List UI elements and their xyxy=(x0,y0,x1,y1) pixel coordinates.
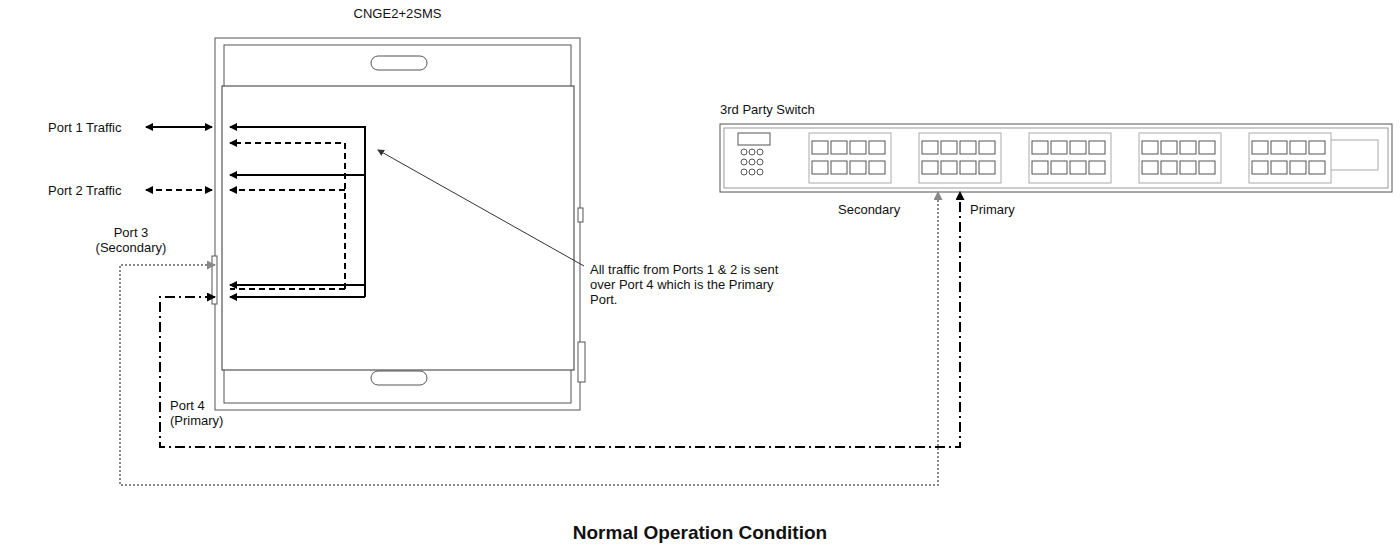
port-label: Primary xyxy=(970,202,1050,217)
switch-box: 3rd Party Switch xyxy=(720,124,1392,192)
port-label: Port 4 (Primary) xyxy=(170,398,242,428)
port-label: Secondary xyxy=(838,202,933,217)
port2-arrow xyxy=(146,189,212,191)
link-cable xyxy=(120,192,938,485)
caption: Normal Operation Condition xyxy=(573,522,827,544)
device-housing xyxy=(212,38,585,410)
port-label: Port 3 (Secondary) xyxy=(88,225,174,255)
device-box: CNGE2+2SMS xyxy=(215,38,580,410)
port-label: Port 2 Traffic xyxy=(48,183,148,198)
node-title: CNGE2+2SMS xyxy=(354,6,442,21)
callout-note: All traffic from Ports 1 & 2 is sent ove… xyxy=(590,262,800,307)
switch-ports xyxy=(809,133,1331,183)
leader-line xyxy=(378,150,584,266)
node-title: 3rd Party Switch xyxy=(720,102,815,117)
switch-body xyxy=(720,124,1392,192)
internal-flow xyxy=(230,127,365,297)
port1-arrow xyxy=(146,126,212,128)
port-label: Port 1 Traffic xyxy=(48,120,148,135)
link-cable xyxy=(160,192,960,447)
